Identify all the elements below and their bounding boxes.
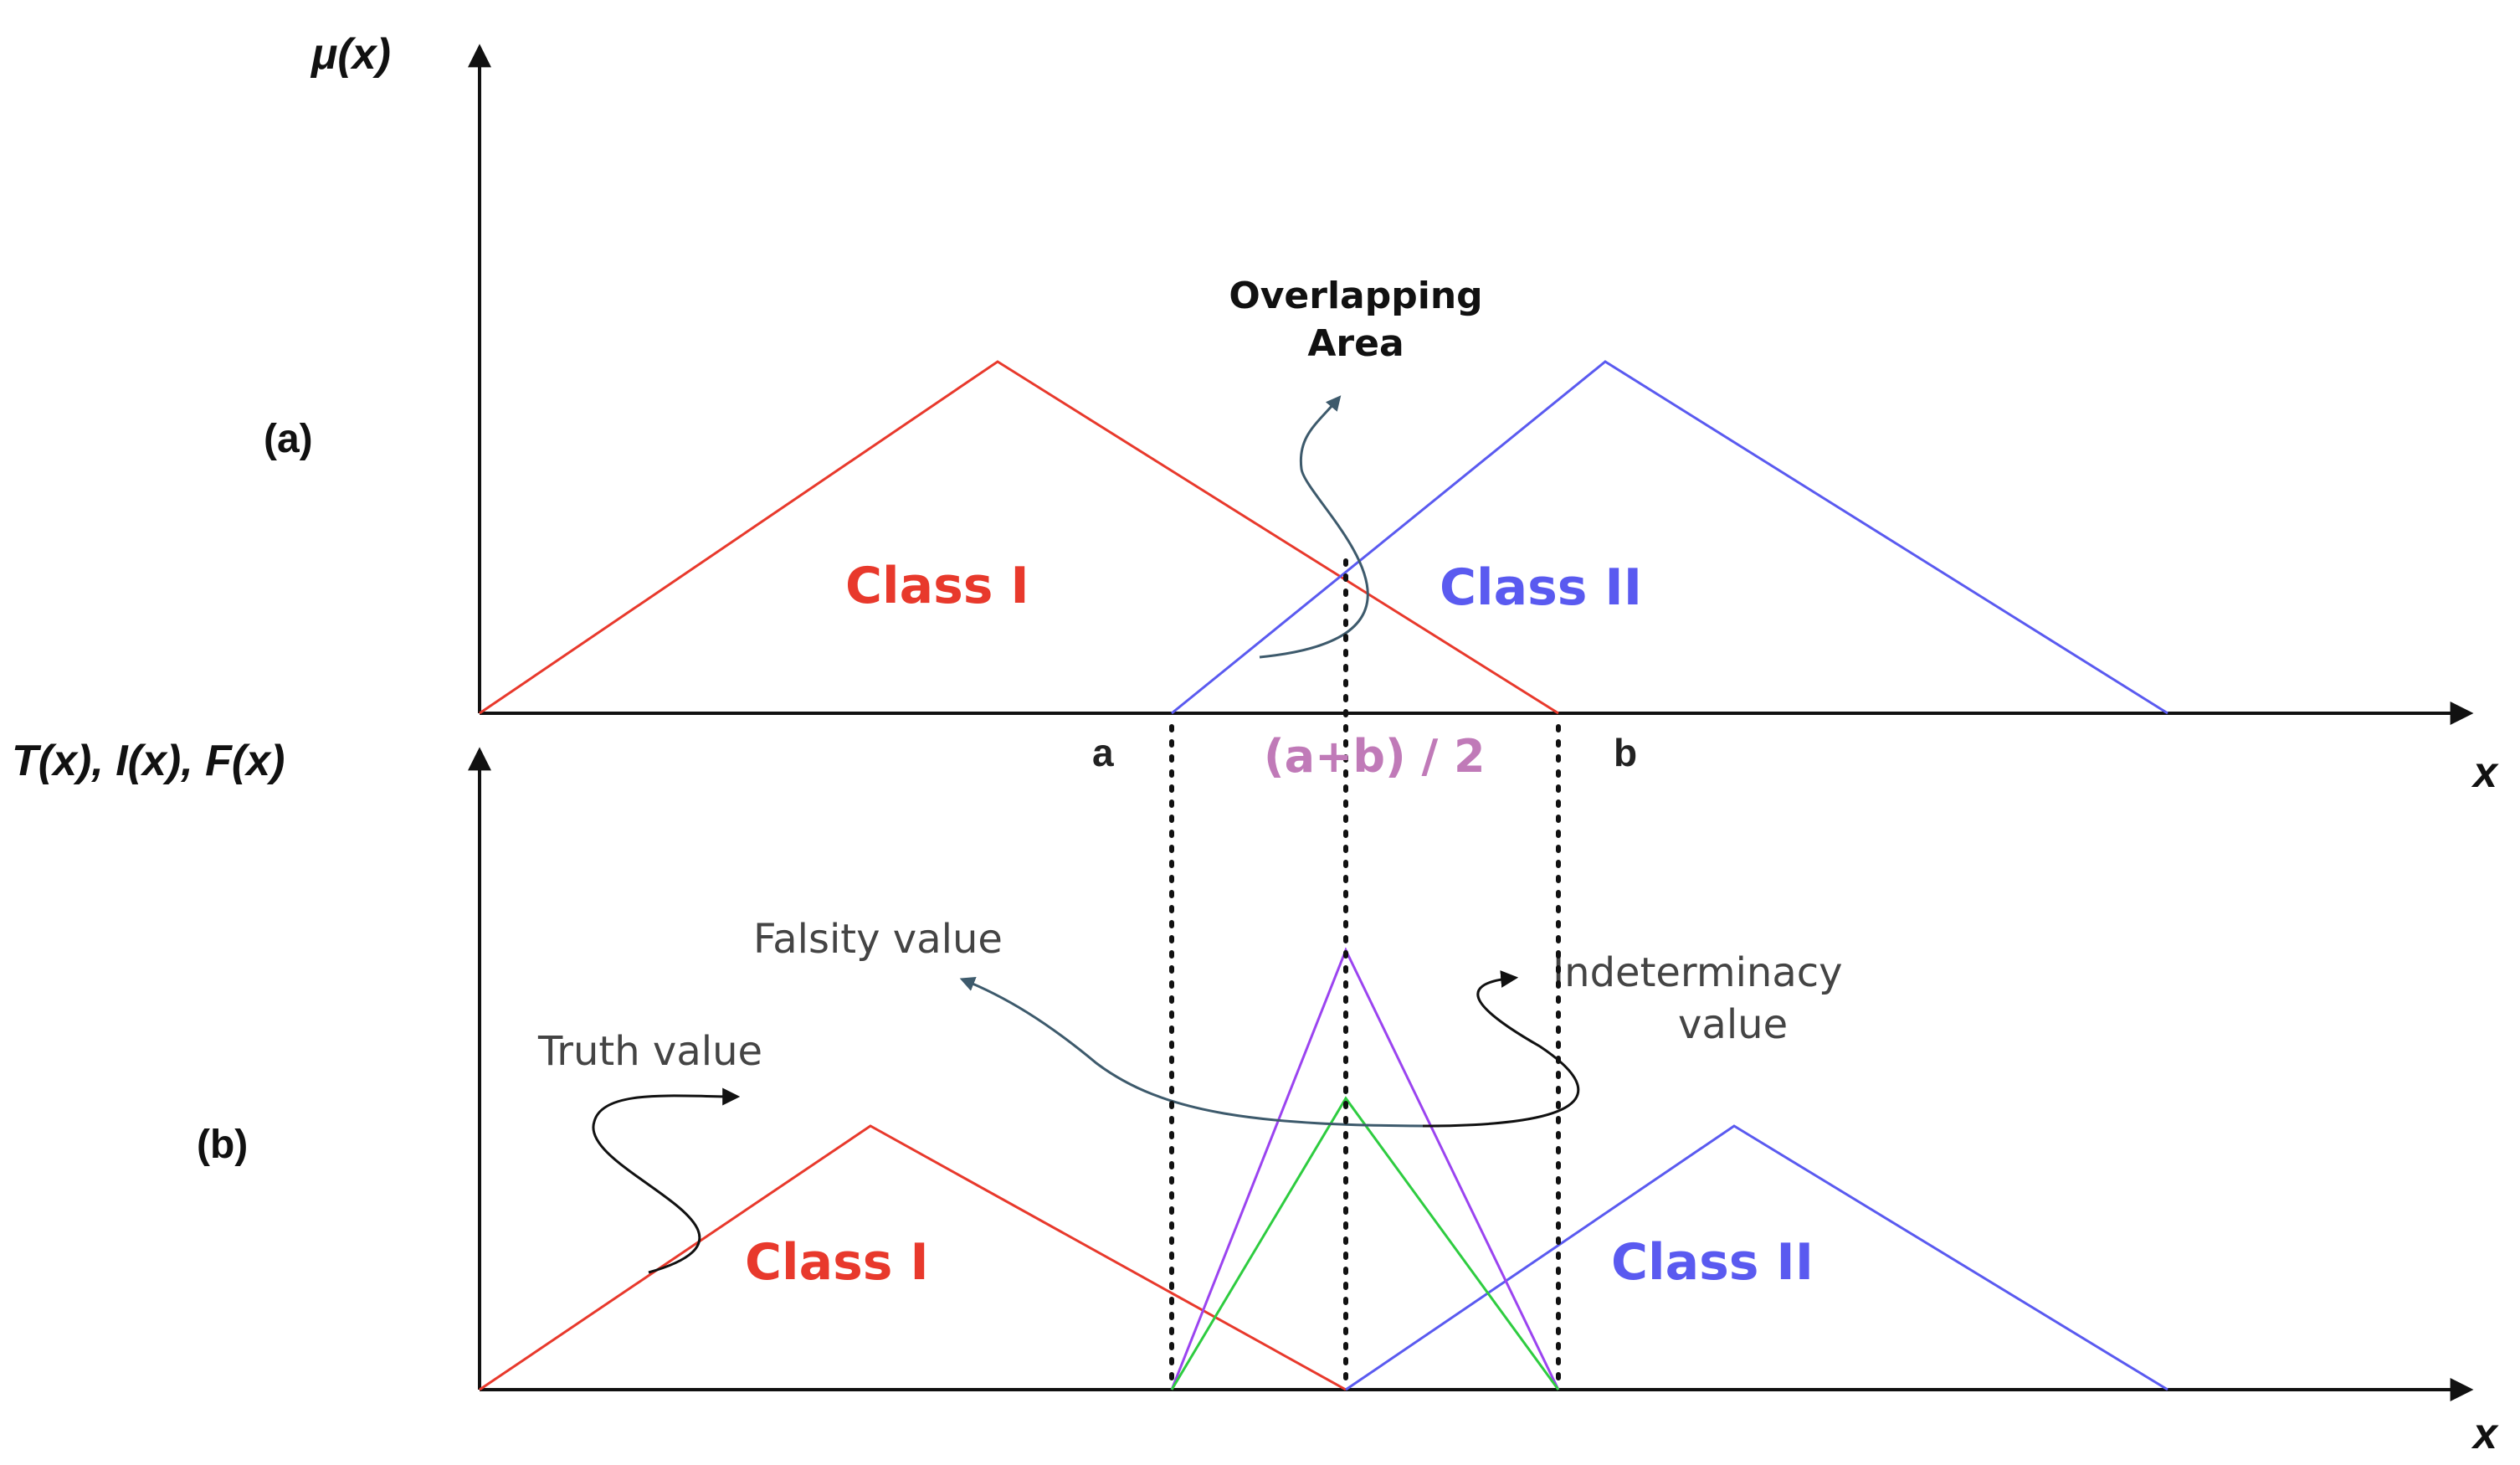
panel-b-label: (b) — [197, 1123, 248, 1167]
panel-a: μ(x) (a) Class I Class II Overlapping Ar… — [264, 30, 2474, 725]
point-a-label: a — [1092, 731, 1114, 774]
truth-arrow-icon — [592, 1087, 741, 1274]
overlap-label-line1: Overlapping — [1229, 275, 1482, 317]
panel-b-class1-triangle — [479, 1124, 1347, 1391]
panel-b: T(x), I(x), F(x) (b) Class I Class II Tr… — [12, 737, 2474, 1401]
indeterminacy-label-line2: value — [1678, 1001, 1788, 1048]
panel-b-y-axis-label: T(x), I(x), F(x) — [12, 737, 285, 785]
overlap-arrow-icon — [1259, 395, 1369, 659]
panel-a-class2-triangle — [1171, 360, 2168, 715]
panel-b-x-axis-label: x — [2471, 1410, 2499, 1458]
panel-b-class2-triangle — [1345, 1124, 2168, 1391]
indeterminacy-arrow-icon — [1422, 970, 1580, 1128]
point-mid-label: (a+b) / 2 — [1264, 730, 1486, 783]
falsity-triangle — [1170, 1096, 1560, 1390]
panel-a-x-axis-label: x — [2471, 748, 2499, 797]
panel-a-label: (a) — [264, 417, 313, 461]
panel-b-class1-label: Class I — [745, 1233, 929, 1292]
indeterminacy-triangle — [1170, 947, 1560, 1390]
truth-value-label: Truth value — [537, 1028, 762, 1075]
overlap-label-line2: Area — [1307, 322, 1404, 365]
panel-a-class2-label: Class II — [1440, 558, 1642, 617]
falsity-value-label: Falsity value — [753, 916, 1003, 963]
panel-a-class1-triangle — [479, 360, 1559, 715]
indeterminacy-label-line1: Indeterminacy — [1553, 949, 1843, 996]
point-b-label: b — [1614, 731, 1637, 774]
guide-lines — [1169, 558, 1561, 1392]
panel-a-y-axis-label: μ(x) — [310, 30, 391, 79]
panel-b-class2-label: Class II — [1611, 1233, 1814, 1292]
panel-a-class1-label: Class I — [845, 557, 1029, 615]
falsity-arrow-icon — [959, 976, 1440, 1128]
